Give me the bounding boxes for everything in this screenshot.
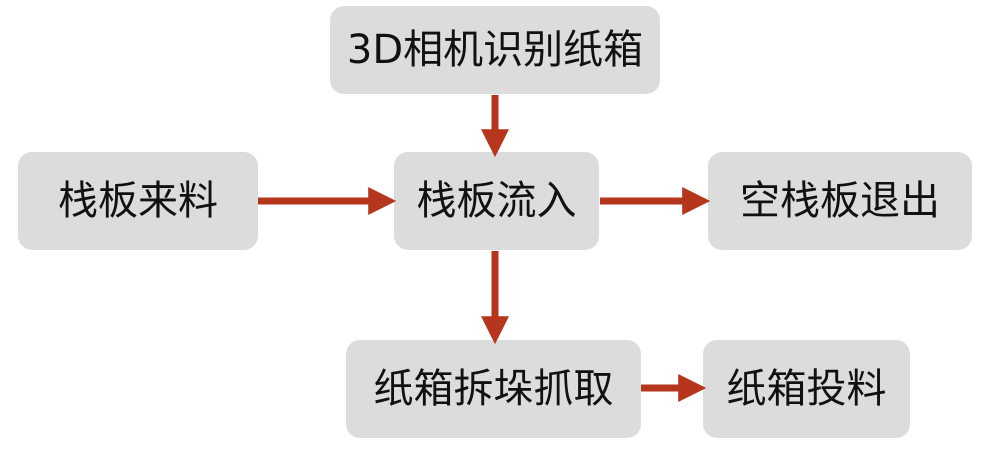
node-pallet-inflow: 栈板流入 bbox=[394, 152, 599, 250]
node-carton-feeding: 纸箱投料 bbox=[703, 340, 910, 438]
node-pallet-infeed: 栈板来料 bbox=[18, 152, 258, 250]
node-empty-pallet-exit: 空栈板退出 bbox=[708, 152, 972, 250]
node-camera-recognition: 3D相机识别纸箱 bbox=[330, 6, 660, 94]
node-carton-depalletizing: 纸箱拆垛抓取 bbox=[346, 340, 641, 438]
